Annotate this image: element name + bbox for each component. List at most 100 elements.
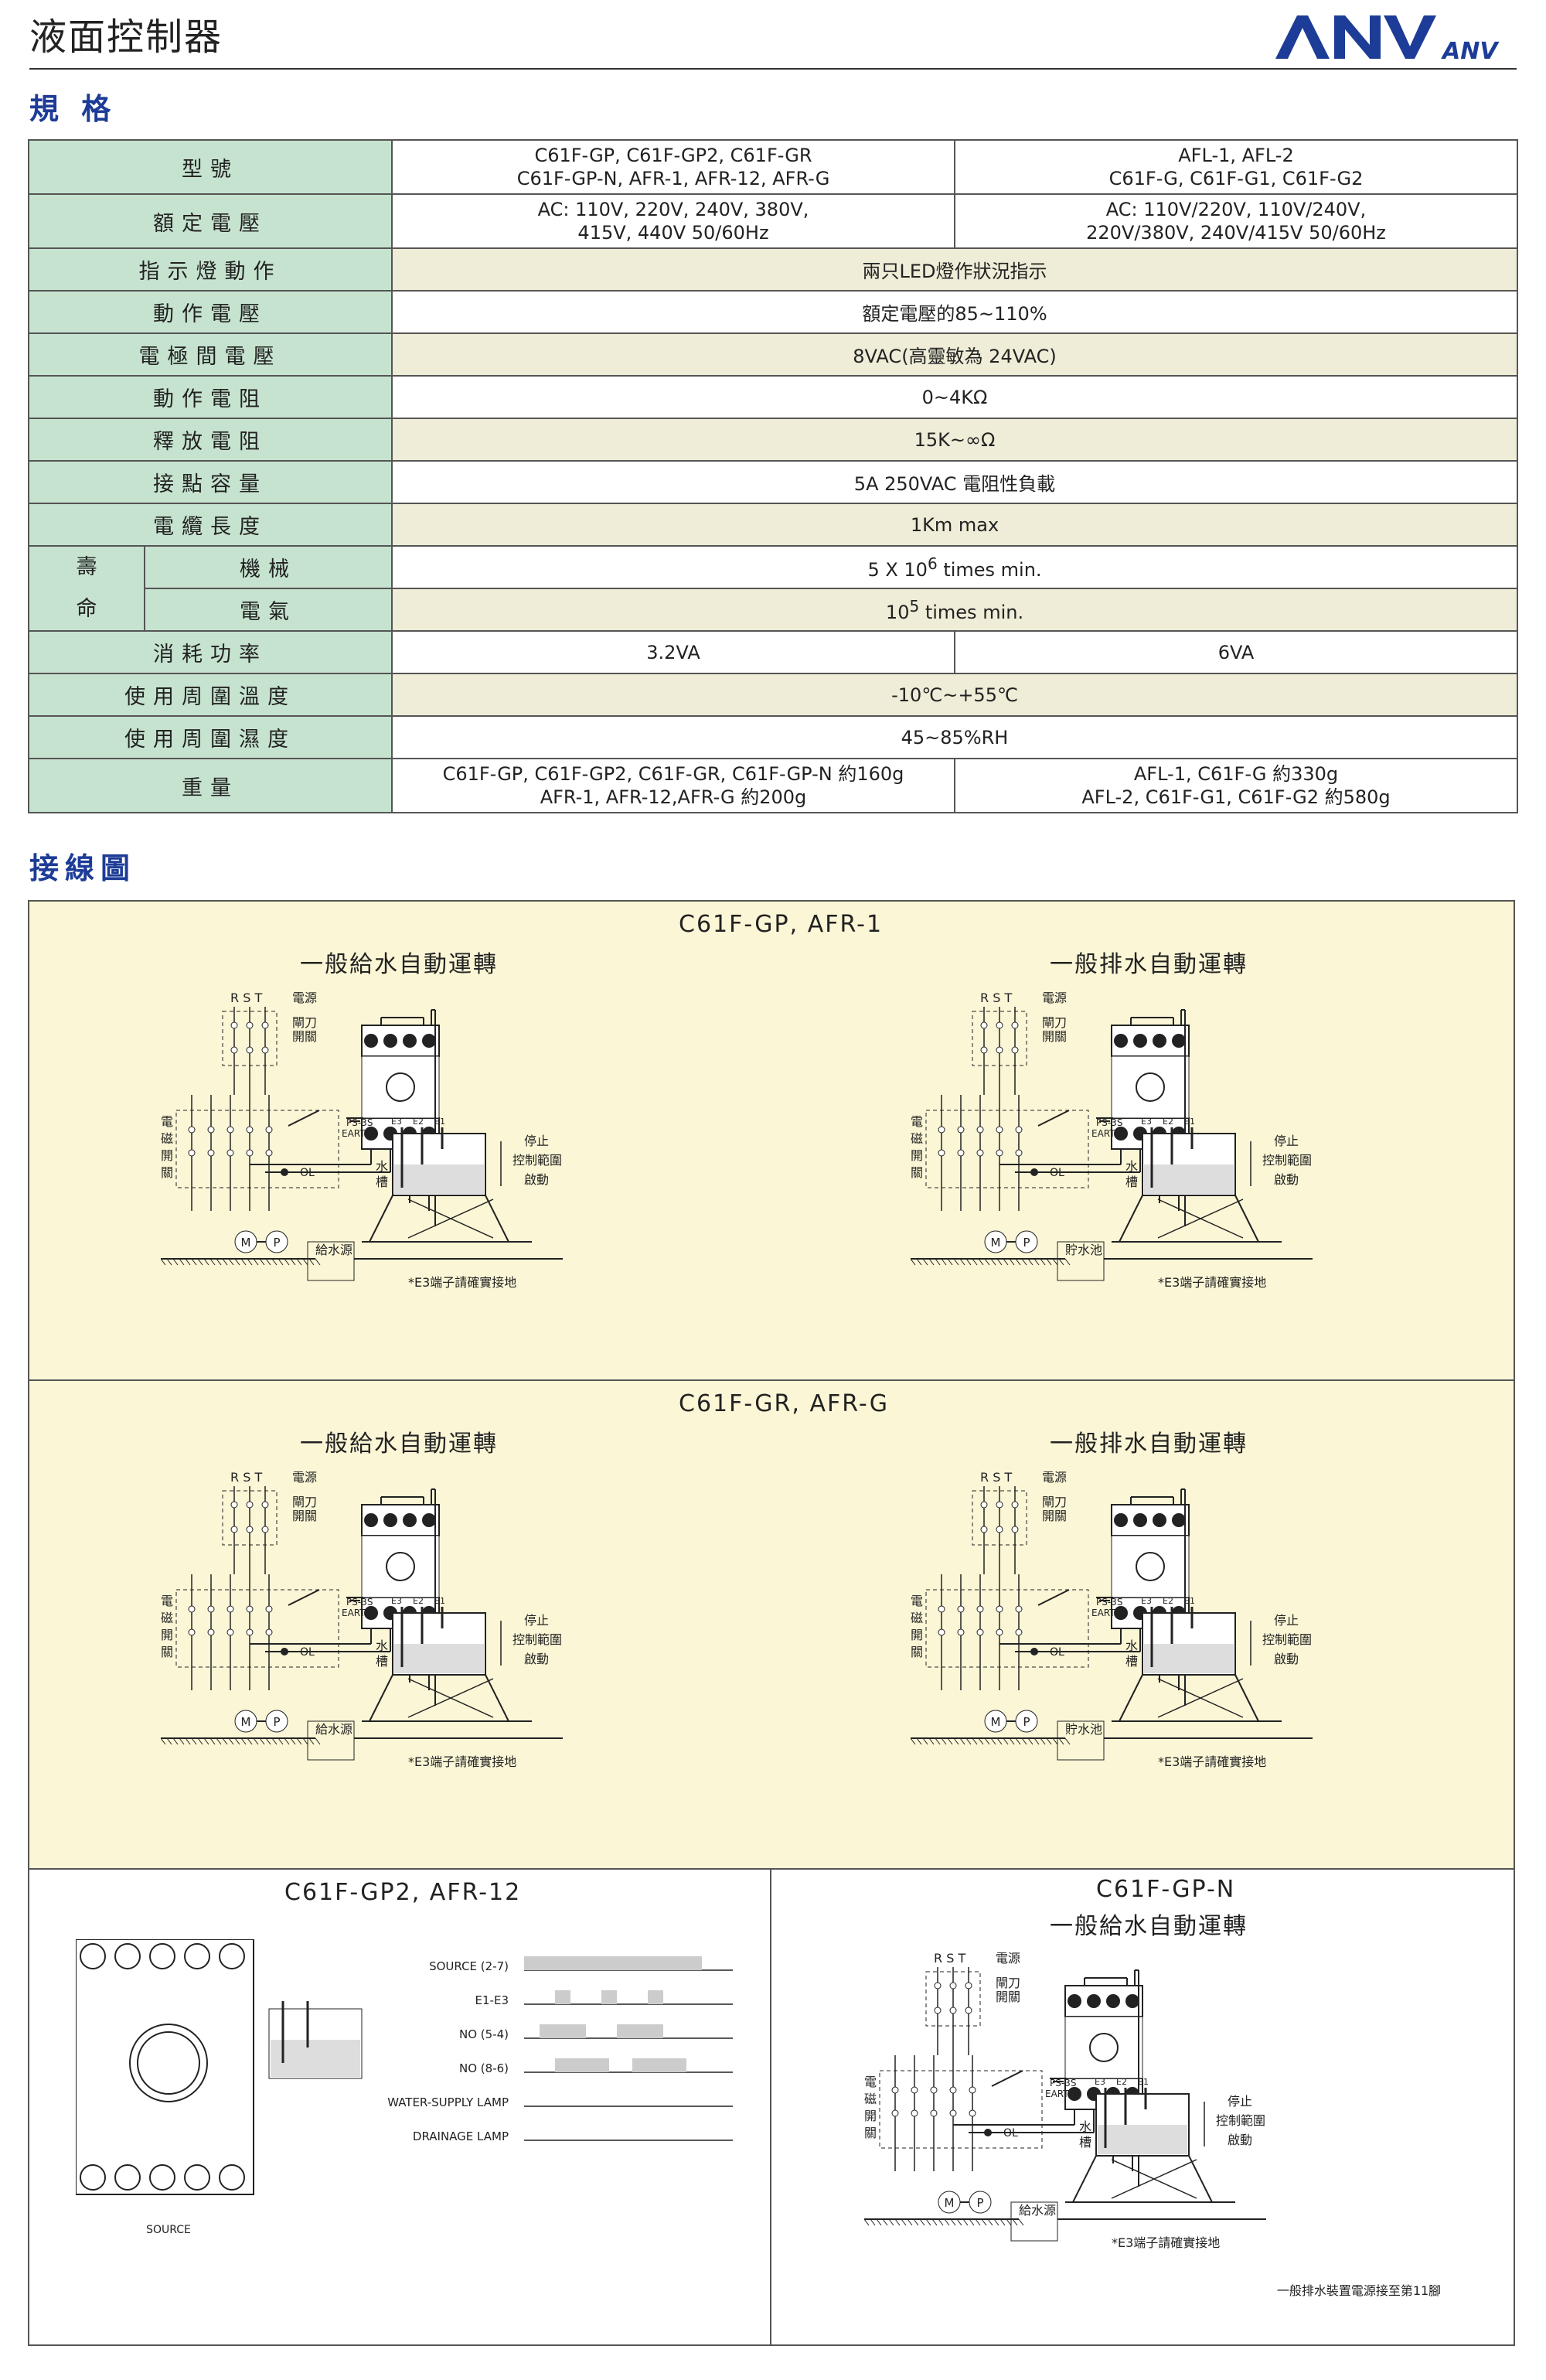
brand-small-text: ANV — [1441, 38, 1500, 65]
mag-label: 電 — [161, 1594, 173, 1608]
ps3s-label: PS-3S — [346, 1117, 373, 1128]
ps3s-label: PS-3S — [1096, 1597, 1122, 1608]
motor-label: M — [991, 1715, 1001, 1729]
tank-label: 水 — [1079, 2119, 1091, 2134]
page-title: 液面控制器 — [29, 15, 223, 59]
ol-label: OL — [1050, 1167, 1064, 1179]
spec-value-left: C61F-GP, C61F-GP2, C61F-GR C61F-GP-N, AF… — [391, 139, 955, 195]
panel-title-gp: C61F-GP, AFR-1 — [679, 911, 884, 938]
e1-label: E1 — [434, 1596, 445, 1606]
e3-label: E3 — [1095, 2077, 1105, 2087]
e2-label: E2 — [413, 1596, 424, 1606]
range-label: 控制範圍 — [1262, 1632, 1312, 1647]
mag-label: 磁 — [911, 1131, 923, 1146]
tank-label: 槽 — [376, 1175, 388, 1189]
spec-row: 指示燈動作兩只LED燈作狀況指示 — [28, 247, 1518, 292]
elec-unit: times min. — [919, 601, 1024, 623]
spec-value-left: 3.2VA — [391, 630, 955, 674]
power-label: 電源 — [292, 991, 317, 1005]
timing-row-label: NO (5-4) — [459, 2027, 509, 2041]
earth-label: EARTH — [342, 1128, 373, 1139]
ps3s-label: PS-3S — [346, 1597, 373, 1608]
mag-label: 關 — [161, 1165, 173, 1180]
gpn-note-label: 一般排水裝置電源接至第11腳 — [1277, 2283, 1441, 2298]
e1-label: E1 — [434, 1117, 445, 1127]
spec-label: 釋放電阻 — [28, 418, 393, 462]
life-elec-label: 電氣 — [144, 588, 393, 632]
panel-title-gp2: C61F-GP2, AFR-12 — [284, 1879, 522, 1906]
pump-label: P — [273, 1236, 280, 1250]
mag-label: 關 — [864, 2126, 877, 2140]
rst-label: R S T — [230, 991, 262, 1005]
spec-value-right: AFL-1, C61F-G 約330g AFL-2, C61F-G1, C61F… — [954, 758, 1518, 813]
stop-label: 停止 — [524, 1613, 549, 1628]
mag-label: 開 — [161, 1148, 173, 1163]
e1-label: E1 — [1138, 2077, 1149, 2087]
earth-label: EARTH — [1091, 1608, 1122, 1618]
panel-title-gpn: C61F-GP-N — [1096, 1876, 1236, 1903]
spec-value: 8VAC(高靈敏為 24VAC) — [391, 332, 1518, 377]
e3-label: E3 — [1141, 1117, 1152, 1127]
earth-label: EARTH — [342, 1608, 373, 1618]
life-mech-value: 5 X 106 times min. — [391, 545, 1518, 589]
knife-label: 閘刀 — [292, 1015, 317, 1030]
e2-label: E2 — [1116, 2077, 1127, 2087]
e3-label: E3 — [1141, 1596, 1152, 1606]
ol-label: OL — [1003, 2127, 1018, 2140]
elec-base: 10 — [885, 601, 910, 623]
motor-label: M — [945, 2196, 955, 2210]
rst-label: R S T — [980, 1470, 1012, 1485]
timing-row-label: WATER-SUPPLY LAMP — [387, 2095, 509, 2109]
spec-value: 15K~∞Ω — [391, 418, 1518, 462]
elec-exp: 5 — [909, 596, 920, 615]
e1-label: E1 — [1184, 1117, 1195, 1127]
ps3s-label: PS-3S — [1096, 1117, 1122, 1128]
header-divider — [29, 68, 1517, 70]
e3-label: E3 — [391, 1117, 402, 1127]
timing-row-label: NO (8-6) — [459, 2061, 509, 2075]
e2-label: E2 — [1163, 1596, 1173, 1606]
power-label: 電源 — [1042, 991, 1067, 1005]
tank-label: 槽 — [1125, 1175, 1138, 1189]
mag-label: 開 — [911, 1148, 923, 1163]
spec-value: 額定電壓的85~110% — [391, 290, 1518, 334]
mag-label: 電 — [864, 2075, 877, 2089]
section-wiring-heading: 接線圖 — [29, 851, 137, 885]
e3-note-label: *E3端子請確實接地 — [1158, 1275, 1266, 1290]
ol-label: OL — [300, 1167, 315, 1179]
spec-row: 使用周圍溫度-10℃~+55℃ — [28, 673, 1518, 717]
mag-label: 磁 — [161, 1131, 173, 1146]
start-label: 啟動 — [1274, 1652, 1299, 1666]
ps3s-label: PS-3S — [1050, 2078, 1076, 2088]
tank-label: 水 — [376, 1638, 388, 1653]
knife-label: 開關 — [1042, 1509, 1067, 1523]
range-label: 控制範圍 — [1216, 2113, 1265, 2128]
mag-label: 電 — [911, 1594, 923, 1608]
spec-label: 額定電壓 — [28, 193, 393, 249]
water-source-label: 給水源 — [315, 1243, 352, 1257]
power-label: 電源 — [1042, 1470, 1067, 1485]
spec-label: 使用周圍濕度 — [28, 715, 393, 759]
spec-value: -10℃~+55℃ — [391, 673, 1518, 717]
life-elec-value: 105 times min. — [391, 588, 1518, 632]
e3-note-label: *E3端子請確實接地 — [1112, 2235, 1220, 2250]
